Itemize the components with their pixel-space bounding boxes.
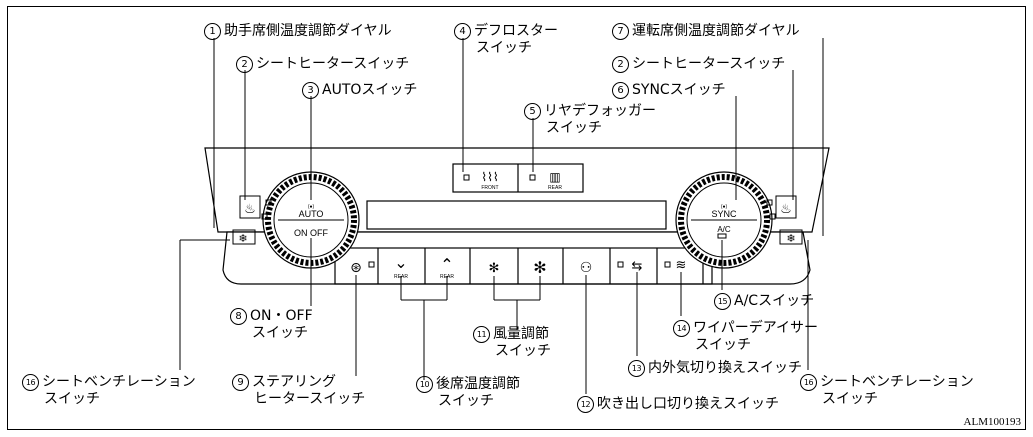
front-defroster-icon[interactable]: ⌇⌇⌇ [481, 170, 499, 184]
ac-button[interactable]: A/C [717, 225, 731, 234]
right-seat-heater-icon[interactable]: ♨ [780, 202, 792, 217]
fan-low-icon[interactable]: ✻ [489, 261, 500, 276]
rear-defogger-icon[interactable]: ▥ [549, 170, 560, 184]
rear-up-label: REAR [440, 274, 454, 280]
left-seat-heater-icon[interactable]: ♨ [244, 202, 256, 217]
rear-temp-up-icon[interactable]: ⌃ [440, 255, 453, 274]
front-defroster-label: FRONT [481, 185, 498, 191]
figure-code: ALM100193 [963, 416, 1021, 428]
steering-heater-icon[interactable]: ⊛ [350, 260, 362, 276]
rear-down-label: REAR [394, 274, 408, 280]
auto-led: (●) [308, 204, 315, 210]
right-temp-dial[interactable] [675, 171, 773, 269]
sync-led: (●) [721, 204, 728, 210]
figure-frame [7, 6, 1026, 430]
on-off-button[interactable]: ON OFF [294, 228, 328, 238]
rear-temp-down-icon[interactable]: ⌄ [394, 253, 407, 272]
air-outlet-icon[interactable]: ⚇ [580, 260, 593, 276]
right-seat-vent-icon[interactable]: ❄ [786, 232, 795, 245]
sync-button[interactable]: SYNC [711, 209, 737, 219]
fan-high-icon[interactable]: ✻ [533, 258, 546, 277]
rear-defogger-label: REAR [548, 185, 562, 191]
wiper-deicer-icon[interactable]: ≋ [676, 258, 687, 273]
left-seat-vent-icon[interactable]: ❄ [238, 232, 247, 245]
recirculation-icon[interactable]: ⇆ [632, 259, 643, 274]
auto-button[interactable]: AUTO [299, 209, 324, 219]
